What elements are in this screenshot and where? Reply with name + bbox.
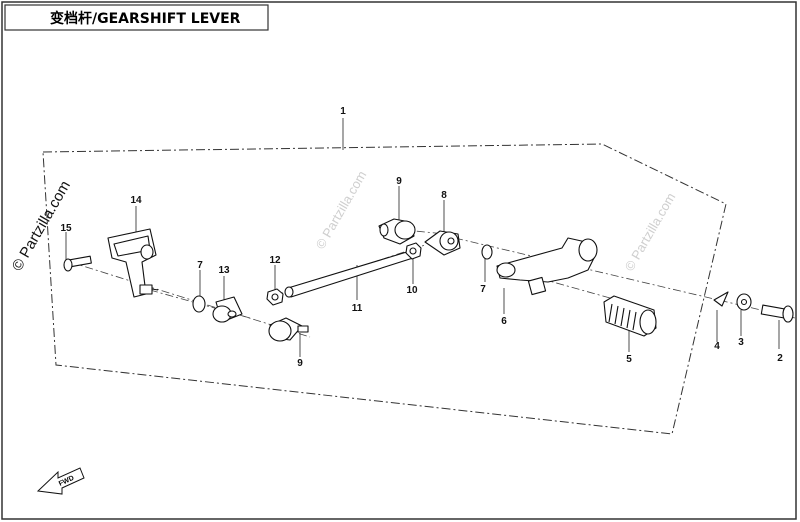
part-4-cotter-pin — [713, 291, 729, 307]
callout-11: 11 — [352, 303, 363, 314]
fwd-direction-arrow: FWD — [36, 467, 85, 495]
part-6-shift-pedal — [496, 237, 598, 296]
callout-4: 4 — [714, 341, 720, 352]
callout-8: 8 — [441, 190, 447, 201]
callout-9-lower: 9 — [297, 358, 303, 369]
part-13-ball-joint — [212, 296, 243, 323]
callout-5: 5 — [626, 354, 632, 365]
part-9-upper-joint — [378, 218, 416, 245]
assembly-boundary — [42, 143, 727, 435]
callout-13: 13 — [218, 265, 230, 276]
callout-7-right: 7 — [480, 284, 486, 295]
diagram-title: 变档杆/GEARSHIFT LEVER — [50, 10, 241, 27]
watermark-center: © Partzilla.com — [313, 168, 370, 251]
callout-10: 10 — [406, 285, 418, 296]
part-9-lower-joint — [268, 317, 309, 342]
leader-lines — [65, 118, 780, 357]
callout-14: 14 — [130, 195, 142, 206]
title-box: 变档杆/GEARSHIFT LEVER — [4, 4, 269, 31]
part-10-nut — [405, 242, 422, 260]
part-15-bolt — [63, 255, 92, 272]
callout-3: 3 — [738, 337, 744, 348]
part-7-right-circlip — [481, 244, 493, 260]
callout-1: 1 — [340, 106, 346, 117]
callout-6: 6 — [501, 316, 507, 327]
callout-15: 15 — [60, 223, 72, 234]
part-5-pedal-rubber — [603, 295, 657, 337]
part-8-ball-joint — [424, 230, 461, 256]
part-14-clamp-arm — [107, 228, 159, 298]
part-12-nut — [266, 288, 284, 306]
callout-12: 12 — [269, 255, 281, 266]
part-2-pin — [760, 304, 794, 323]
callouts: 1 2 3 4 5 6 7 7 8 9 9 10 11 12 13 14 15 — [60, 106, 783, 369]
callout-7-left: 7 — [197, 260, 203, 271]
parts — [63, 218, 794, 342]
callout-2: 2 — [777, 353, 783, 364]
callout-9-upper: 9 — [396, 176, 402, 187]
watermark-right: © Partzilla.com — [622, 190, 679, 273]
part-3-washer — [736, 293, 752, 311]
part-11-shift-rod — [284, 250, 414, 298]
part-7-circlip — [192, 295, 206, 313]
